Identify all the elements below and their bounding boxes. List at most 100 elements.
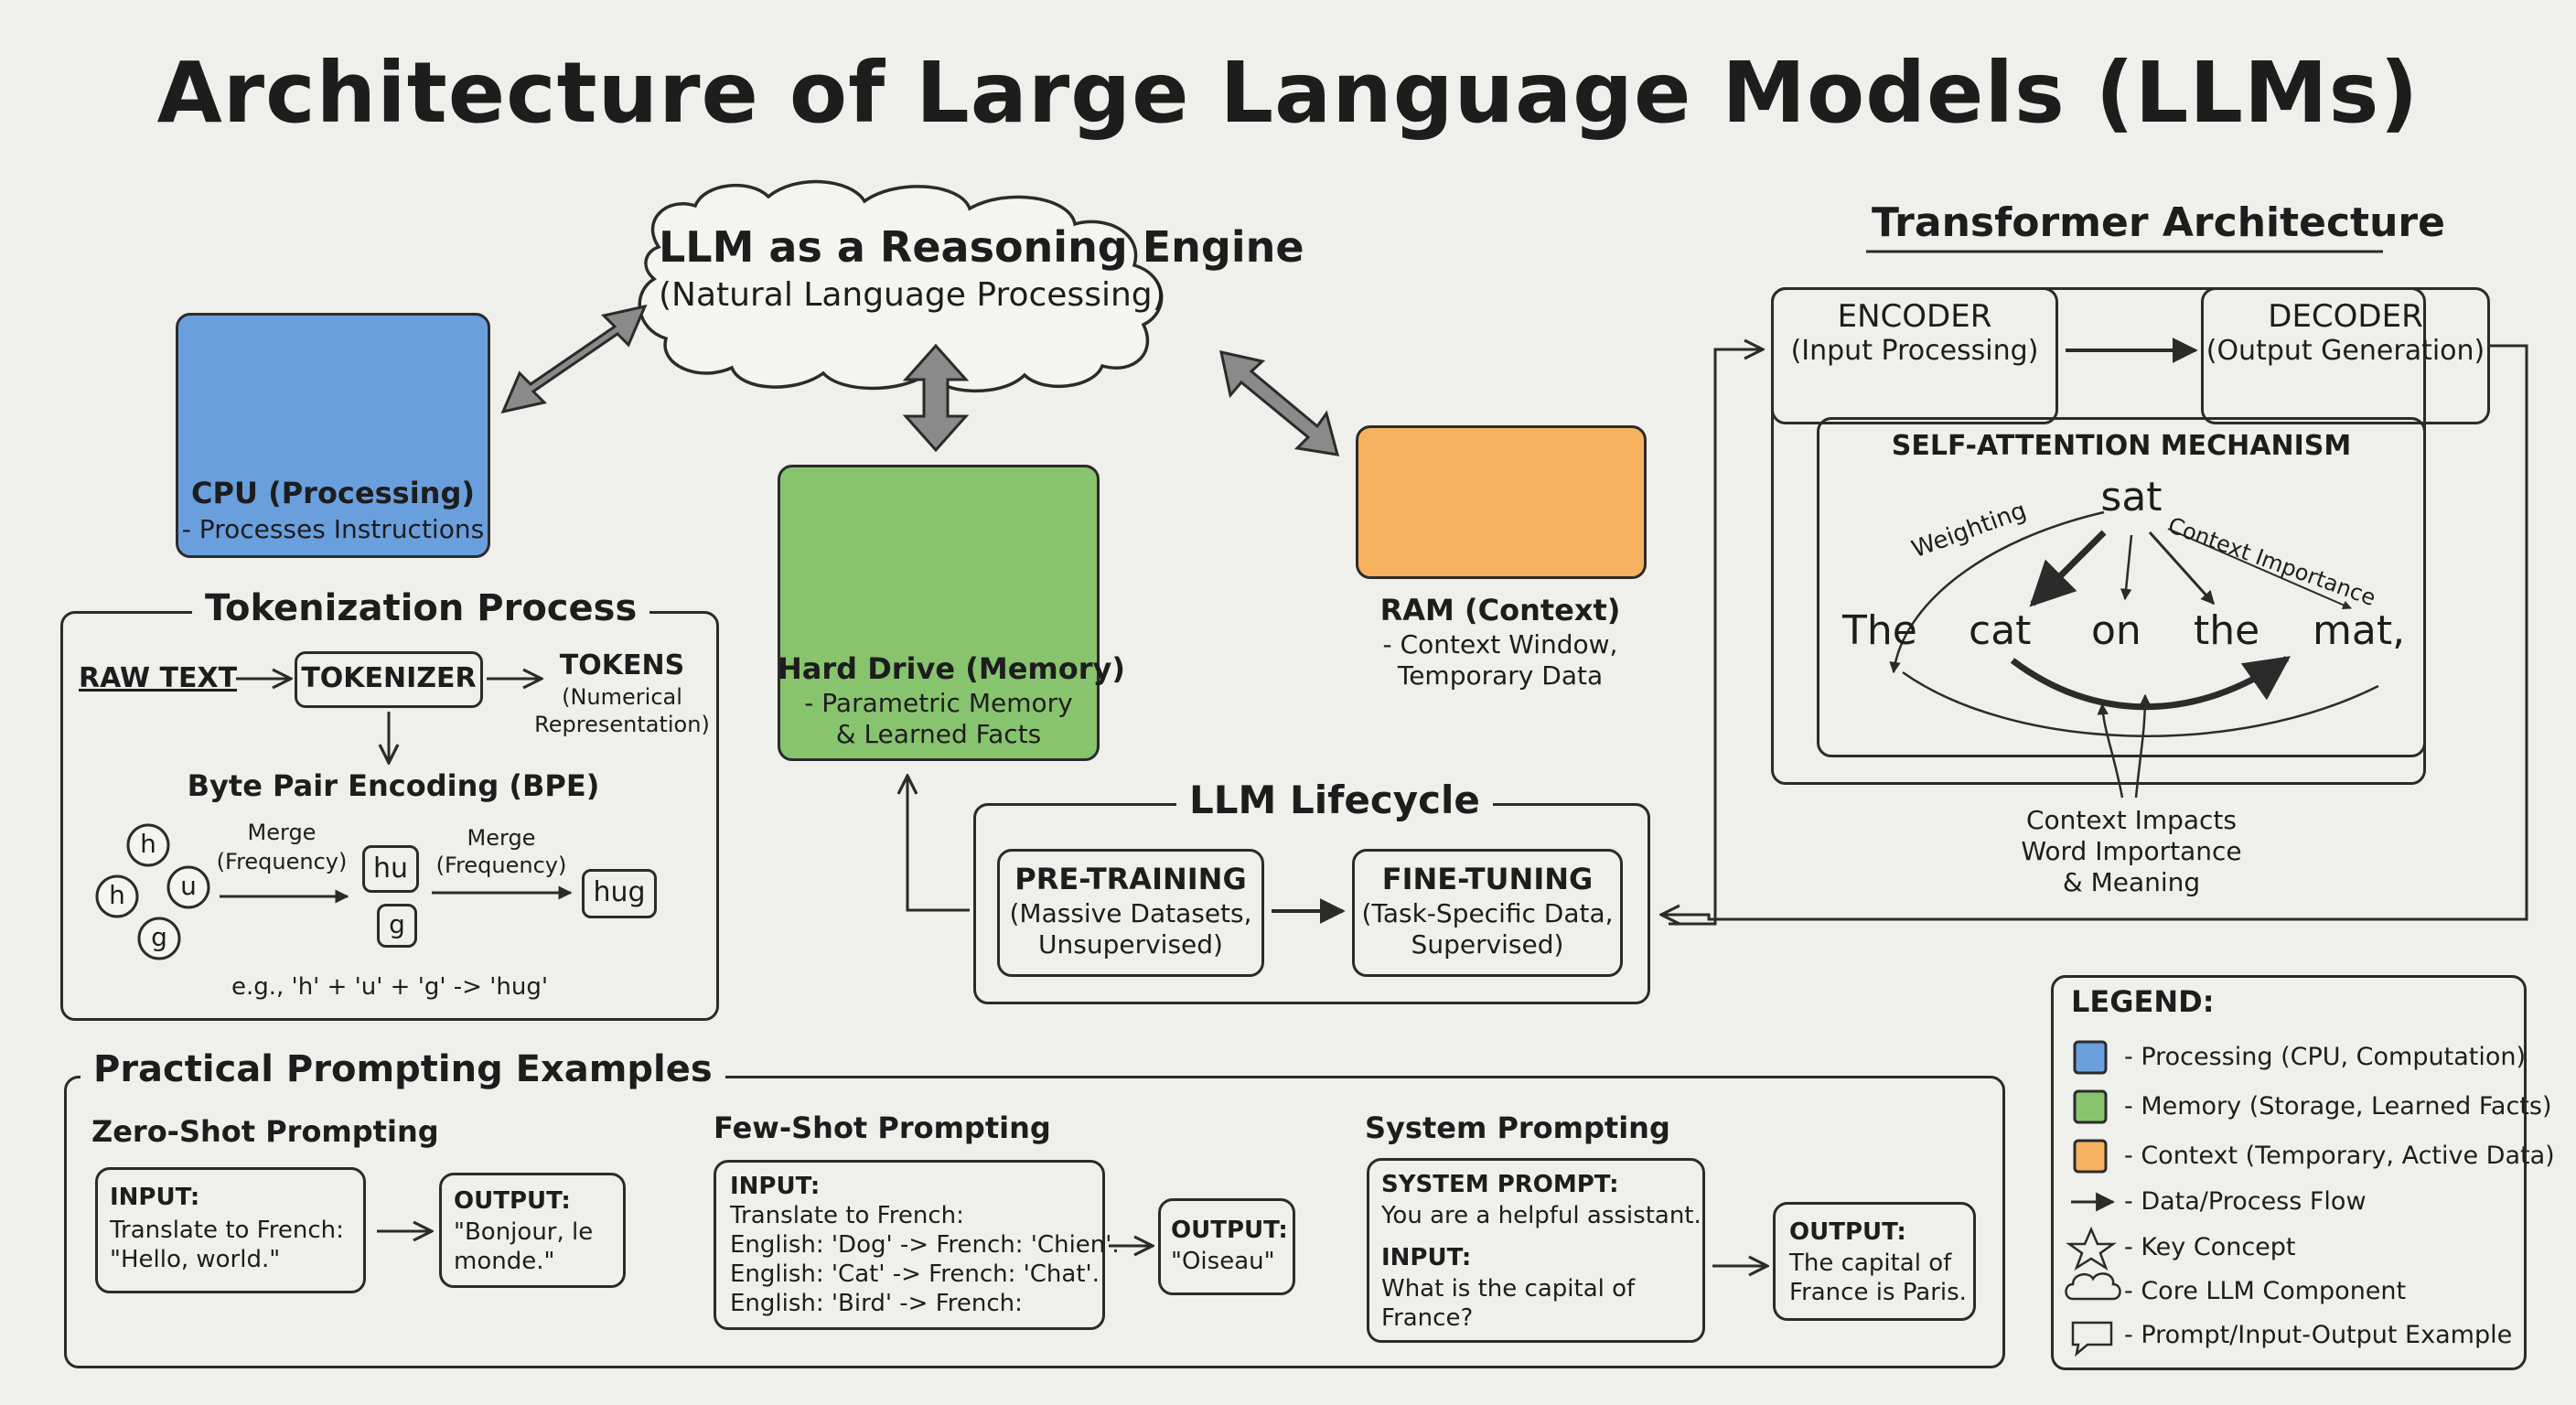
ram-line2: Temporary Data — [1397, 660, 1604, 691]
impact-line1: Context Impacts — [2025, 805, 2237, 835]
drive-line1: - Parametric Memory — [804, 688, 1073, 718]
attention-curve-cat-mat — [2010, 656, 2292, 711]
attention-word-the2: the — [2194, 607, 2260, 654]
finetuning-label: FINE-TUNING — [1381, 862, 1594, 896]
few-shot-output-line1: "Oiseau" — [1171, 1248, 1275, 1275]
lifecycle-title: LLM Lifecycle — [1176, 778, 1493, 822]
legend-item-key-concept: - Key Concept — [2124, 1233, 2296, 1261]
hard-drive-box — [778, 465, 1100, 761]
engine-subtitle: (Natural Language Processing) — [659, 276, 1165, 314]
attention-arrow-the-curve — [1889, 510, 2105, 674]
finetuning-box — [1352, 849, 1623, 977]
system-prompt-label: SYSTEM PROMPT: — [1381, 1171, 1619, 1198]
system-input-label: INPUT: — [1381, 1244, 1472, 1271]
zero-shot-input-line2: "Hello, world." — [110, 1246, 281, 1273]
cpu-title: CPU (Processing) — [191, 476, 475, 510]
bpe-g-label: g — [389, 909, 405, 939]
legend-item-flow: - Data/Process Flow — [2124, 1187, 2367, 1216]
tokenization-title: Tokenization Process — [192, 587, 650, 629]
zero-shot-title: Zero-Shot Prompting — [91, 1114, 439, 1149]
merge1-sub: (Frequency) — [216, 849, 348, 874]
pretraining-sub1: (Massive Datasets, — [1009, 898, 1252, 928]
pretraining-sub2: Unsupervised) — [1038, 929, 1223, 960]
tokens-label: TOKENS — [559, 649, 685, 681]
legend-panel — [2051, 975, 2527, 1370]
finetuning-sub2: Supervised) — [1411, 929, 1564, 960]
decoder-box — [2201, 287, 2490, 424]
tokenizer-box — [295, 651, 483, 708]
bpe-char-h2: h — [109, 880, 125, 910]
finetuning-sub1: (Task-Specific Data, — [1361, 898, 1614, 928]
attention-arrow-on — [2120, 534, 2133, 601]
merge2-label: Merge — [467, 825, 536, 851]
encoder-box — [1771, 287, 2058, 424]
decoder-to-lifecycle-arrow — [1663, 344, 2528, 919]
attention-focus-word: sat — [2100, 474, 2163, 520]
self-attention-box — [1817, 417, 2426, 757]
attention-title: SELF-ATTENTION MECHANISM — [1891, 430, 2352, 462]
decoder-sub: (Output Generation) — [2206, 335, 2485, 367]
bpe-char-u: u — [180, 871, 197, 901]
legend-item-processing: - Processing (CPU, Computation) — [2124, 1043, 2526, 1071]
drive-title: Hard Drive (Memory) — [778, 651, 1125, 686]
zero-shot-output-box — [439, 1173, 626, 1288]
merge2-sub: (Frequency) — [435, 853, 567, 878]
few-shot-input-line3: English: 'Cat' -> French: 'Chat'. — [730, 1260, 1100, 1288]
few-shot-input-label: INPUT: — [730, 1173, 821, 1200]
bpe-hug-label: hug — [593, 876, 646, 908]
engine-drive-double-arrow — [902, 343, 970, 453]
system-output-line1: The capital of — [1789, 1249, 1952, 1277]
lifecycle-to-memory-arrow — [907, 778, 970, 912]
attention-curve-long — [1902, 670, 2379, 737]
legend-icons — [2065, 1040, 2121, 1357]
attention-arrow-the — [2148, 531, 2216, 606]
cpu-subtitle: - Processes Instructions — [181, 514, 485, 544]
legend-item-core-component: - Core LLM Component — [2124, 1277, 2407, 1305]
system-input-line2: France? — [1381, 1304, 1474, 1332]
drive-line2: & Learned Facts — [835, 719, 1042, 749]
prompting-title: Practical Prompting Examples — [80, 1048, 725, 1090]
legend-title: LEGEND: — [2071, 984, 2215, 1019]
zero-shot-input-box — [95, 1167, 366, 1293]
system-input-line1: What is the capital of — [1381, 1275, 1636, 1303]
pretraining-label: PRE-TRAINING — [1014, 862, 1247, 896]
system-prompt-text: You are a helpful assistant. — [1381, 1202, 1701, 1229]
few-shot-output-box — [1158, 1198, 1295, 1295]
engine-cloud-shape — [638, 179, 1164, 393]
few-shot-input-line2: English: 'Dog' -> French: 'Chien'. — [730, 1231, 1120, 1259]
bpe-hu-label: hu — [372, 853, 409, 885]
zero-shot-output-line1: "Bonjour, le — [454, 1218, 594, 1246]
few-shot-title: Few-Shot Prompting — [714, 1110, 1051, 1145]
cpu-box — [176, 313, 490, 558]
system-input-box — [1367, 1158, 1705, 1343]
bpe-example: e.g., 'h' + 'u' + 'g' -> 'hug' — [231, 973, 548, 1001]
page-title: Architecture of Large Language Models (L… — [156, 44, 2420, 142]
bpe-character-circles — [95, 823, 210, 960]
few-shot-input-line4: English: 'Bird' -> French: — [730, 1290, 1023, 1317]
ram-line1: - Context Window, — [1382, 629, 1618, 660]
bpe-hu-box — [362, 845, 419, 893]
bpe-char-g: g — [151, 922, 167, 952]
attention-arrow-cat — [2029, 530, 2107, 607]
attention-word-the: The — [1842, 607, 1917, 654]
bpe-char-h1: h — [140, 829, 156, 859]
zero-shot-output-label: OUTPUT: — [454, 1187, 571, 1215]
prompting-panel — [64, 1076, 2005, 1368]
lifecycle-to-encoder-arrow — [1669, 349, 1761, 926]
legend-item-prompt-example: - Prompt/Input-Output Example — [2124, 1321, 2513, 1349]
bpe-hug-box — [582, 869, 657, 918]
tokenizer-label: TOKENIZER — [301, 662, 477, 694]
zero-shot-output-line2: monde." — [454, 1248, 555, 1275]
attention-word-mat: mat, — [2313, 607, 2406, 654]
legend-item-context: - Context (Temporary, Active Data) — [2124, 1142, 2555, 1170]
bpe-g-box — [377, 904, 417, 948]
system-title: System Prompting — [1365, 1110, 1670, 1145]
system-output-label: OUTPUT: — [1789, 1218, 1906, 1246]
attention-word-cat: cat — [1969, 607, 2032, 654]
few-shot-output-label: OUTPUT: — [1171, 1217, 1288, 1244]
legend-item-memory: - Memory (Storage, Learned Facts) — [2124, 1092, 2552, 1121]
merge1-label: Merge — [247, 820, 317, 845]
engine-cpu-double-arrow — [500, 304, 648, 414]
pretraining-box — [997, 849, 1264, 977]
zero-shot-input-label: INPUT: — [110, 1184, 200, 1211]
